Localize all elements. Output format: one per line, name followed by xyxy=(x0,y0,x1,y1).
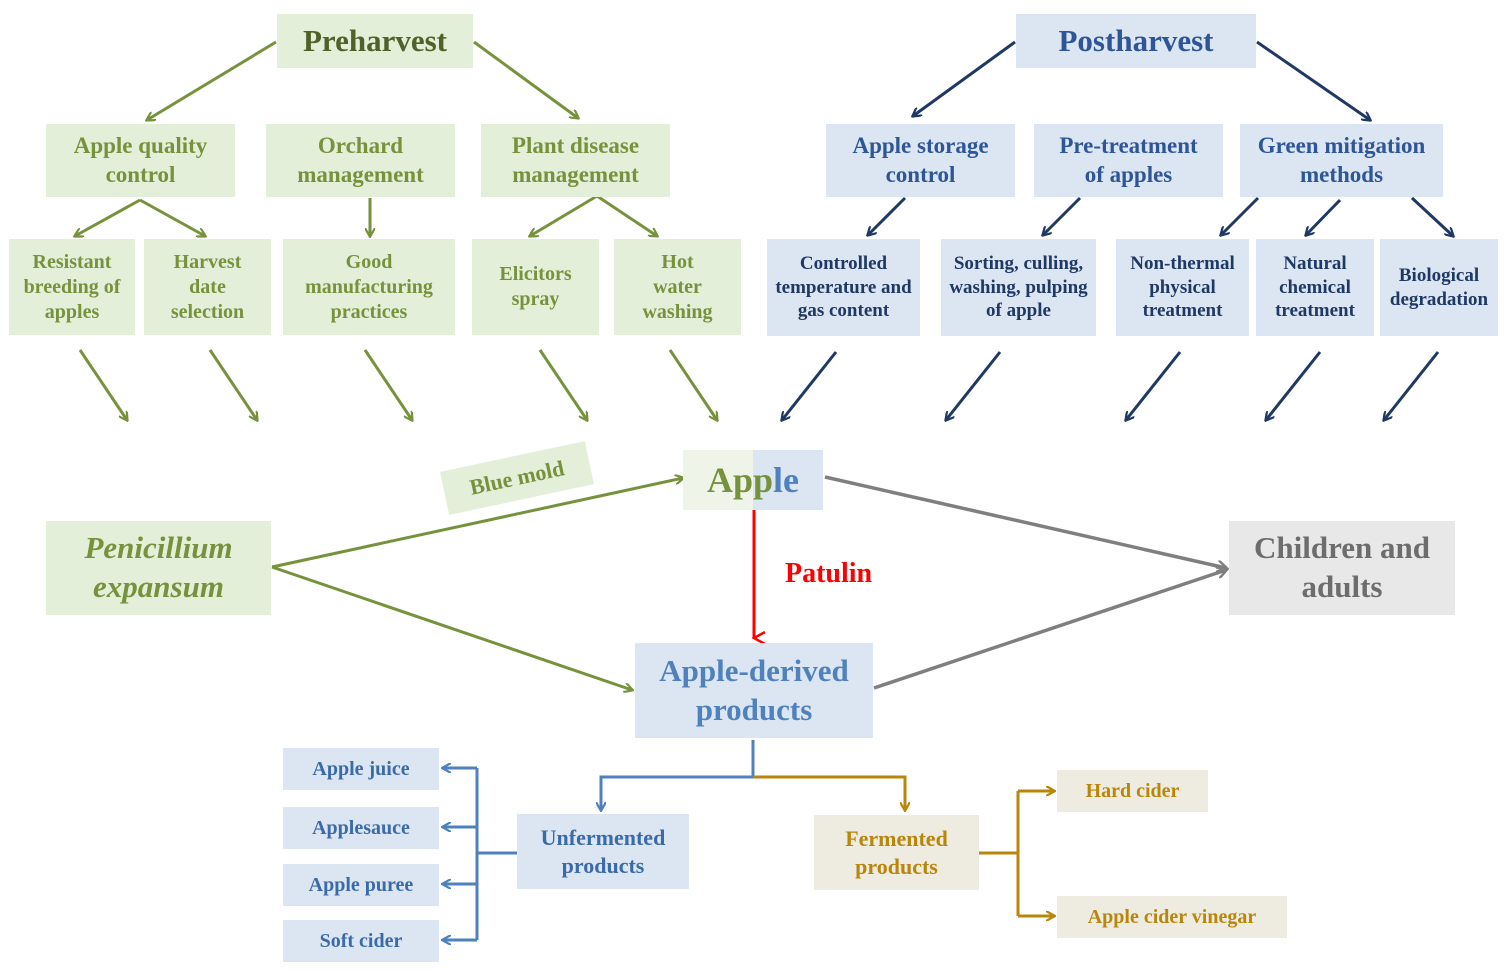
item-good-manufacturing-practices: Good manufacturing practices xyxy=(283,239,455,335)
item-controlled-temperature: Controlled temperature and gas content xyxy=(767,239,920,336)
category-apple-storage-control: Apple storage control xyxy=(826,124,1015,197)
apple-label-part1: App xyxy=(706,459,774,500)
category-plant-disease-management: Plant disease management xyxy=(481,124,670,197)
penicillium-expansum-node: Penicillium expansum xyxy=(46,521,271,615)
item-hot-water-washing: Hot water washing xyxy=(614,239,741,335)
unfermented-item-apple-juice: Apple juice xyxy=(283,748,439,790)
postharvest-title: Postharvest xyxy=(1016,14,1256,68)
children-and-adults-node: Children and adults xyxy=(1229,521,1455,615)
item-biological-degradation: Biological degradation xyxy=(1380,239,1498,336)
fermented-item-hard-cider: Hard cider xyxy=(1057,770,1208,812)
category-apple-quality-control: Apple quality control xyxy=(46,124,235,197)
item-non-thermal: Non-thermal physical treatment xyxy=(1116,239,1249,336)
unfermented-item-applesauce: Applesauce xyxy=(283,807,439,849)
apple-label-part2: le xyxy=(773,459,800,500)
fermented-products-node: Fermented products xyxy=(814,815,979,890)
fermented-item-apple-cider-vinegar: Apple cider vinegar xyxy=(1057,896,1287,938)
category-orchard-management: Orchard management xyxy=(266,124,455,197)
item-resistant-breeding: Resistant breeding of apples xyxy=(9,239,135,335)
category-green-mitigation: Green mitigation methods xyxy=(1240,124,1443,197)
item-sorting-culling: Sorting, culling, washing, pulping of ap… xyxy=(941,239,1096,336)
category-pre-treatment: Pre-treatment of apples xyxy=(1034,124,1223,197)
item-elicitors-spray: Elicitors spray xyxy=(472,239,599,335)
patulin-label: Patulin xyxy=(785,558,873,589)
unfermented-item-apple-puree: Apple puree xyxy=(283,864,439,906)
item-natural-chemical: Natural chemical treatment xyxy=(1256,239,1374,336)
apple-derived-products-node: Apple-derived products xyxy=(635,643,873,738)
preharvest-title: Preharvest xyxy=(277,14,473,68)
item-harvest-date-selection: Harvest date selection xyxy=(144,239,271,335)
unfermented-item-soft-cider: Soft cider xyxy=(283,920,439,962)
unfermented-products-node: Unfermented products xyxy=(517,814,689,889)
